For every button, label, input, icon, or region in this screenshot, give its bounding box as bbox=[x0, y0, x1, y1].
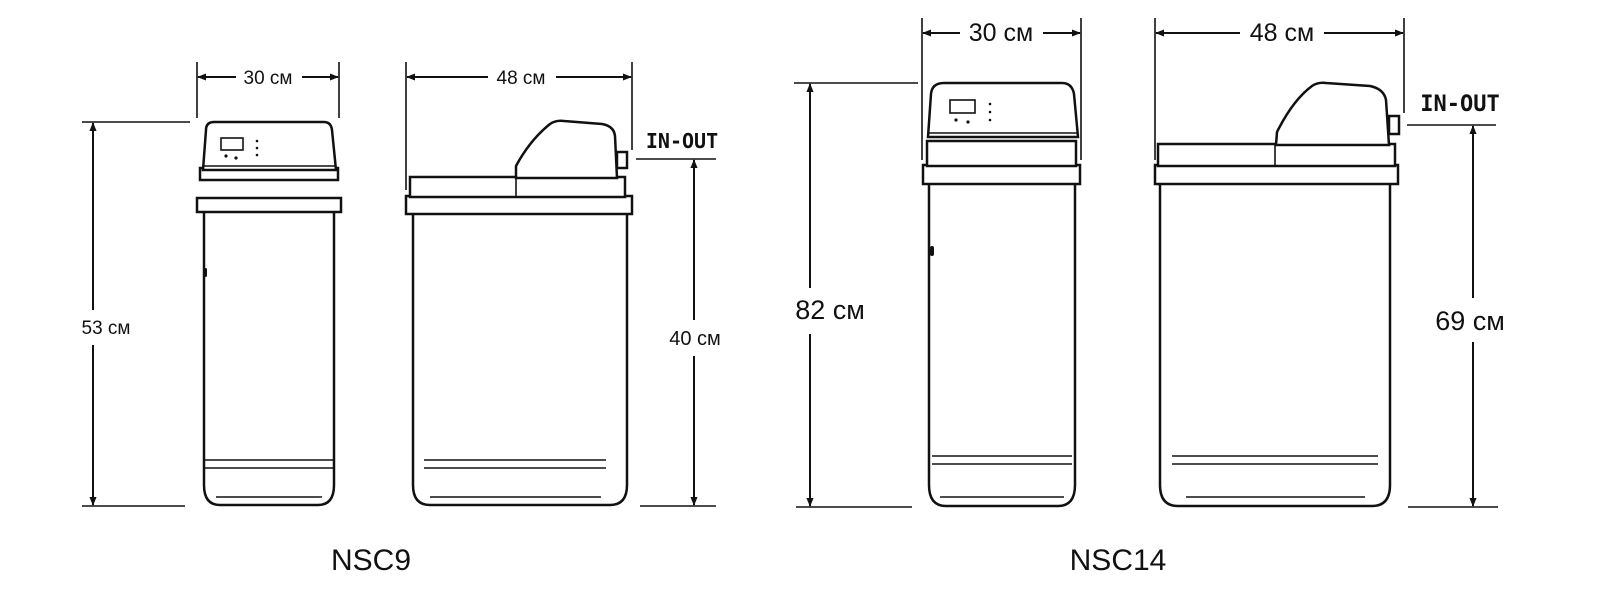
nsc14-group: 30 см 48 см 82 см IN-OUT 69 см NSC14 bbox=[794, 18, 1505, 577]
nsc9-front-button-icon bbox=[224, 154, 228, 158]
nsc14-front-view bbox=[921, 81, 1082, 508]
nsc9-front-button-icon bbox=[234, 156, 238, 160]
nsc9-model-name: NSC9 bbox=[331, 544, 411, 577]
nsc14-front-led-icon bbox=[988, 110, 992, 114]
nsc9-side-view bbox=[404, 119, 634, 507]
nsc9-door-handle-icon bbox=[204, 268, 207, 277]
nsc14-side-view bbox=[1153, 81, 1401, 508]
nsc14-model-name: NSC14 bbox=[1070, 544, 1167, 577]
nsc14-depth-label: 48 см bbox=[1250, 19, 1314, 47]
nsc9-connection-height-label: 40 см bbox=[669, 328, 721, 350]
nsc14-front-led-icon bbox=[988, 118, 992, 122]
nsc9-in-out-label: IN-OUT bbox=[646, 129, 718, 153]
nsc9-depth-label: 48 см bbox=[497, 68, 546, 89]
nsc14-front-button-icon bbox=[966, 120, 970, 124]
nsc14-front-led-icon bbox=[988, 102, 992, 106]
nsc9-group: 30 см 48 см 53 см IN-OUT 40 см NSC9 bbox=[82, 62, 721, 577]
nsc14-height-label: 82 см bbox=[795, 295, 865, 325]
nsc9-front-led-icon bbox=[255, 146, 259, 150]
nsc14-door-handle-icon bbox=[930, 246, 934, 256]
nsc9-front-view bbox=[195, 120, 343, 507]
nsc14-in-out-label: IN-OUT bbox=[1420, 92, 1499, 117]
nsc9-front-led-icon bbox=[255, 153, 259, 157]
nsc9-dimension-lines bbox=[82, 62, 716, 507]
nsc14-connection-height-label: 69 см bbox=[1435, 306, 1505, 336]
nsc14-width-label: 30 см bbox=[969, 19, 1033, 47]
nsc9-height-label: 53 см bbox=[82, 318, 131, 339]
nsc9-width-label: 30 см bbox=[244, 68, 293, 89]
nsc9-front-led-icon bbox=[255, 139, 259, 143]
nsc14-front-button-icon bbox=[954, 118, 958, 122]
nsc14-dimension-lines bbox=[794, 18, 1498, 508]
